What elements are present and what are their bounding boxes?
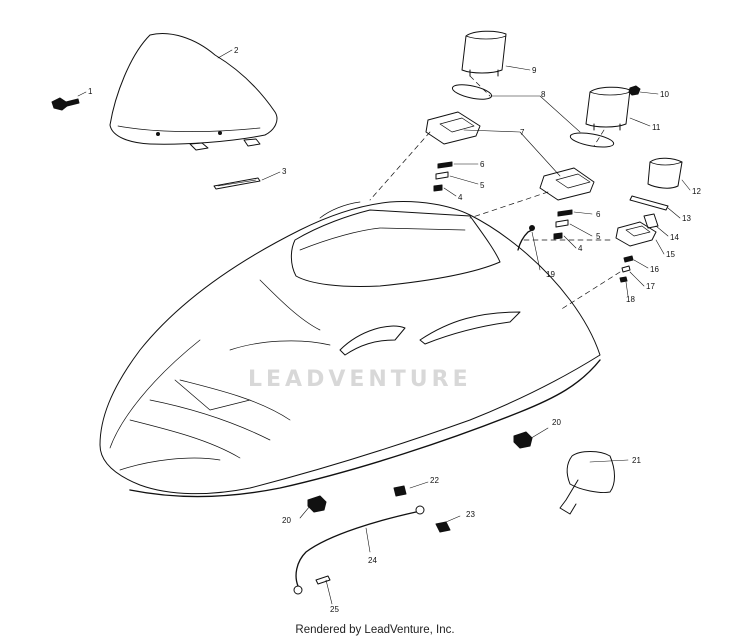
callout-3: 3: [282, 167, 287, 176]
clip-20-left-part: [307, 495, 327, 513]
hood-body-part: [99, 201, 601, 498]
bolt-22-part: [393, 485, 407, 497]
gauge-11-part: [585, 86, 631, 131]
callout-1: 1: [88, 87, 93, 96]
callout-16: 16: [650, 265, 659, 274]
nut-23-part: [435, 521, 451, 533]
tether-24-part: [293, 505, 425, 595]
lens-8-upper-part: [451, 84, 493, 100]
screw-part: [51, 97, 80, 111]
callout-19: 19: [546, 270, 555, 279]
callout-21: 21: [632, 456, 641, 465]
bezel-7-upper-part: [425, 111, 481, 145]
callout-10: 10: [660, 90, 669, 99]
clip-20-right-part: [513, 431, 533, 449]
callout-13: 13: [682, 214, 691, 223]
callout-14: 14: [670, 233, 679, 242]
callout-4-upper: 4: [458, 193, 463, 202]
windshield-part: [109, 33, 278, 151]
callout-2: 2: [234, 46, 239, 55]
callout-20-left: 20: [282, 516, 291, 525]
rivet-25-part: [315, 575, 331, 585]
block-14-part: [643, 213, 659, 229]
callout-6-lower: 6: [596, 210, 601, 219]
callout-17: 17: [646, 282, 655, 291]
rod-13-part: [629, 195, 669, 211]
gauge-12-part: [647, 157, 683, 189]
small-parts-upper: [433, 161, 453, 192]
leader-lines: [77, 49, 691, 605]
footer-credit: Rendered by LeadVenture, Inc.: [295, 624, 455, 636]
lens-8-lower-part: [569, 132, 615, 148]
callout-25: 25: [330, 605, 339, 614]
callout-5-lower: 5: [596, 232, 601, 241]
callout-15: 15: [666, 250, 675, 259]
callout-24: 24: [368, 556, 377, 565]
bezel-7-lower-part: [539, 167, 595, 201]
callout-labels: 1 2 3 4 5 6 7 8 9 10 11 12 13 14 15 16 1…: [88, 46, 701, 614]
callout-20-right: 20: [552, 418, 561, 427]
nut-10-part: [628, 85, 641, 96]
gauge-9-part: [461, 30, 507, 77]
assembly-lines: [369, 75, 621, 311]
callout-9: 9: [532, 66, 537, 75]
bezel-15-part: [615, 221, 657, 247]
callout-11: 11: [652, 123, 661, 132]
strip-part: [213, 177, 261, 190]
watermark: LEADVENTURE: [248, 367, 472, 392]
callout-23: 23: [466, 510, 475, 519]
callout-12: 12: [692, 187, 701, 196]
callout-4-lower: 4: [578, 244, 583, 253]
callout-5-upper: 5: [480, 181, 485, 190]
small-parts-16-18: [619, 255, 634, 283]
callout-18: 18: [626, 295, 635, 304]
callout-8: 8: [541, 90, 546, 99]
callout-7: 7: [520, 128, 525, 137]
small-parts-lower: [553, 209, 573, 240]
callout-6-upper: 6: [480, 160, 485, 169]
callout-22: 22: [430, 476, 439, 485]
mirror-21-part: [559, 451, 615, 515]
